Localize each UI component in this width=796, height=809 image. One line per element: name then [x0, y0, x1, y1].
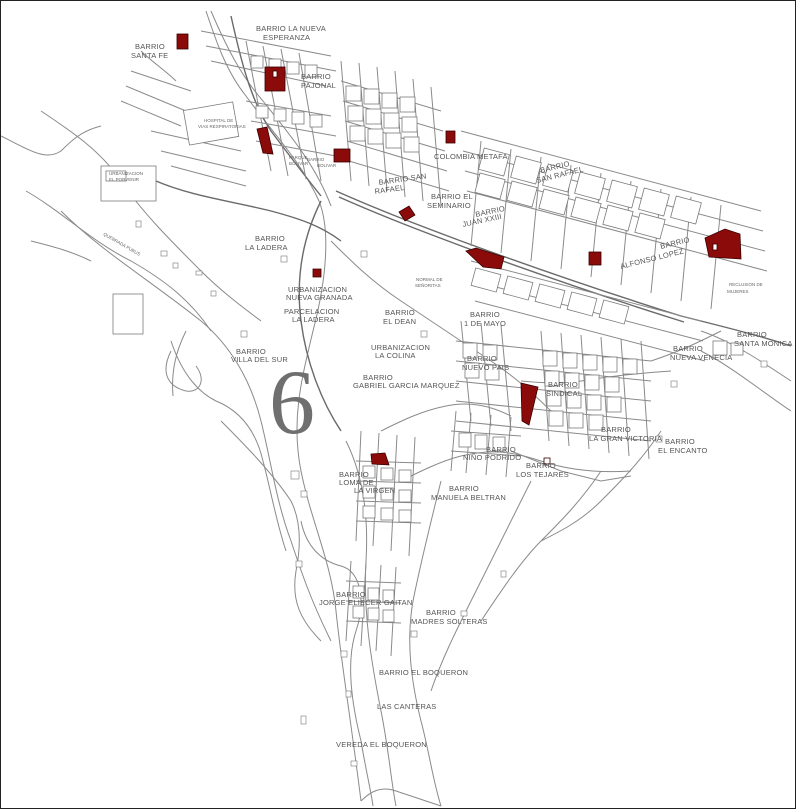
site-marker: [465, 247, 505, 270]
map-label: VEREDA EL BOQUERON: [336, 740, 427, 749]
map-label: EL PORVENIR: [109, 177, 140, 182]
map-label: BARRIO: [467, 354, 497, 363]
map-label: BARRIO: [255, 234, 285, 243]
map-label: SANTA FE: [131, 51, 168, 60]
map-label: EL ENCANTO: [658, 446, 708, 455]
map-label: BARRIO: [548, 380, 578, 389]
map-label: QUEBRADA PUBUS: [103, 232, 142, 257]
map-label: BARRIO: [526, 461, 556, 470]
map-label: NUEVA VENECIA: [670, 353, 732, 362]
scattered-buildings: [135, 220, 768, 767]
site-marker: [333, 148, 351, 163]
map-label: SEÑORITAS: [415, 282, 441, 288]
site-marker: [272, 70, 278, 78]
highlighted-sites: [176, 33, 742, 466]
site-marker: [176, 33, 189, 50]
map-label: LAS CANTERAS: [377, 702, 437, 711]
map-label: BARRIO: [673, 344, 703, 353]
map-label: BARRIO: [339, 470, 369, 479]
map-label: BARRIO: [426, 608, 456, 617]
site-marker: [445, 130, 456, 144]
map-label: LA LADERA: [245, 243, 288, 252]
map-label: BARRIO: [307, 157, 325, 162]
map-label: 1 DE MAYO: [464, 319, 506, 328]
map-label: BARRIO: [665, 437, 695, 446]
map-label: BARRIO LA NUEVA: [256, 24, 326, 33]
map-label: MANUELA BELTRAN: [431, 493, 506, 502]
map-label: LA VIRGEN: [354, 486, 395, 495]
map-label: SANTA MONICA: [734, 339, 793, 348]
map-label: PAJONAL: [301, 81, 336, 90]
map-label: NUEVA GRANADA: [286, 293, 353, 302]
map-label: BARRIO: [470, 310, 500, 319]
site-marker: [398, 205, 416, 222]
site-marker: [543, 457, 551, 465]
map-label: PARCELACION: [284, 307, 339, 316]
site-marker: [704, 228, 742, 260]
map-label: BOLIVAR: [317, 163, 337, 168]
map-label: NORMAL DE: [416, 277, 443, 282]
site-marker: [520, 382, 539, 426]
map-label: URBANIZACION: [109, 171, 143, 176]
map-label: LA COLINA: [375, 351, 416, 360]
map-label: ESPERANZA: [263, 33, 310, 42]
map-label: BOLIVAR: [289, 161, 309, 166]
map-label: URBANIZACION: [288, 285, 347, 294]
grid-south: [345, 410, 522, 657]
map-label: BARRIO: [135, 42, 165, 51]
terrain-contours: [1, 10, 792, 807]
map-label: LA LADERA: [292, 315, 335, 324]
zone-number: 6: [269, 351, 315, 453]
map-label: RECLUSION DE: [729, 282, 763, 287]
map-label: PARQUE: [289, 155, 308, 160]
map-label: SINDICAL: [546, 389, 582, 398]
map-label: EL DEAN: [383, 317, 416, 326]
site-marker: [256, 126, 274, 155]
map-label: BARRIO: [385, 308, 415, 317]
map-label: SEMINARIO: [427, 201, 471, 210]
map-label: VIAS RESPIRATORIAS: [198, 124, 246, 129]
map-label: BARRIO EL: [431, 192, 473, 201]
map-label: MUJERES: [727, 289, 749, 294]
map-label: BARRIO: [486, 445, 516, 454]
map-label: ALFONSO LOPEZ: [619, 246, 685, 271]
map-label: HOSPITAL DE: [204, 118, 233, 123]
site-marker: [712, 243, 718, 251]
map-label: LOS TEJARES: [516, 470, 569, 479]
site-marker: [588, 251, 602, 266]
map-label: BARRIO: [737, 330, 767, 339]
blocks: [100, 55, 744, 623]
map-label: NUEVO PAIS: [462, 363, 509, 372]
map-label: BARRIO: [236, 347, 266, 356]
map-label: LA GRAN VICTORIA: [589, 434, 662, 443]
map-label: GABRIEL GARCIA MARQUEZ: [353, 381, 460, 390]
map-label: NIÑO PODRIDO: [463, 453, 521, 462]
map-label: URBANIZACION: [371, 343, 430, 352]
map-label: VILLA DEL SUR: [231, 355, 288, 364]
map-label: BARRIO: [363, 373, 393, 382]
map-label: BARRIO: [449, 484, 479, 493]
map-label: BARRIO: [301, 72, 331, 81]
map-label: MADRES SOLTERAS: [411, 617, 488, 626]
site-marker: [312, 268, 322, 278]
site-marker: [370, 452, 390, 466]
map-label: RAFAEL: [374, 183, 405, 196]
map-label: BARRIO: [601, 425, 631, 434]
map-label: BARRIO EL BOQUERON: [379, 668, 468, 677]
map-label: LOMA DE: [339, 478, 374, 487]
map-label: COLOMBIA METAFA: [434, 152, 508, 161]
map-label: BARRIO: [336, 590, 366, 599]
map-label: JORGE ELIECER GAITAN: [319, 598, 412, 607]
site-marker: [264, 66, 286, 92]
